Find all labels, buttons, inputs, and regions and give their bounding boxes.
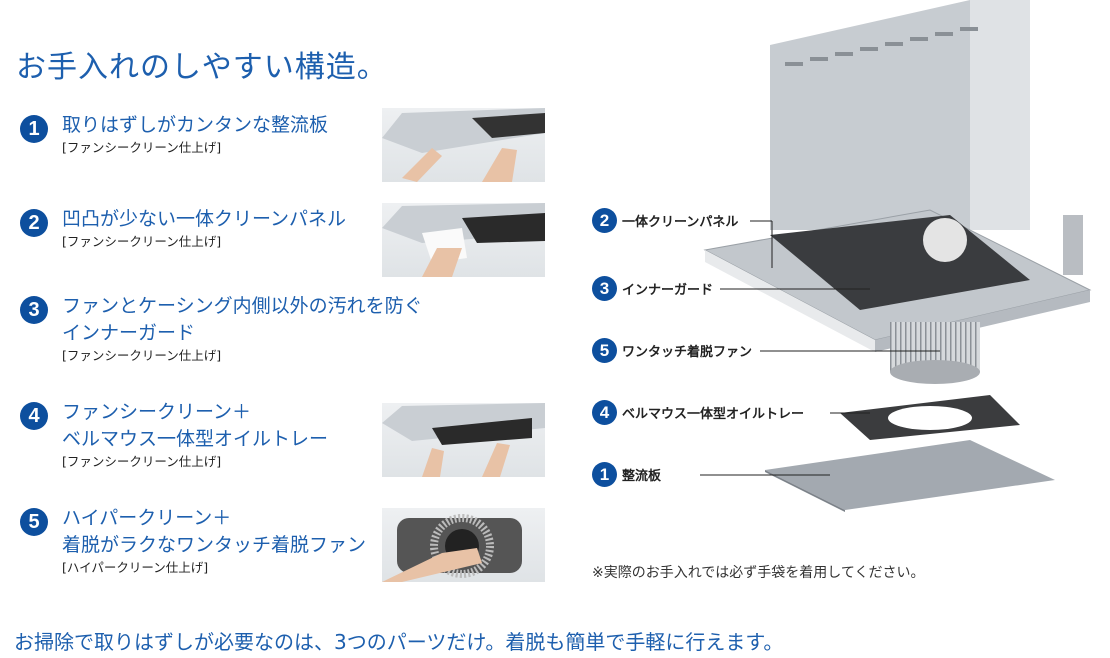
- feature-1-heading: 取りはずしがカンタンな整流板: [62, 114, 329, 136]
- photo-removing-baffle-plate: [382, 108, 545, 182]
- feature-5: ハイパークリーン＋ 着脱がラクなワンタッチ着脱ファン [ハイパークリーン仕上げ]: [62, 505, 366, 577]
- feature-3-badge: 3: [20, 296, 48, 324]
- feature-4-heading-line2: ベルマウス一体型オイルトレー: [62, 428, 329, 450]
- feature-3-heading-line1: ファンとケーシング内側以外の汚れを防ぐ: [62, 295, 423, 317]
- feature-5-badge: 5: [20, 508, 48, 536]
- diagram-label-inner-guard: 3 インナーガード: [592, 276, 713, 301]
- range-hood-exploded-diagram: [700, 0, 1092, 512]
- feature-4-badge: 4: [20, 402, 48, 430]
- feature-2: 凹凸が少ない一体クリーンパネル [ファンシークリーン仕上げ]: [62, 206, 346, 251]
- diagram-label-badge: 1: [592, 462, 617, 487]
- diagram-label-text: インナーガード: [622, 283, 714, 298]
- photo-wiping-panel: [382, 203, 545, 277]
- diagram-label-text: ワンタッチ着脱ファン: [622, 345, 753, 360]
- feature-2-heading: 凹凸が少ない一体クリーンパネル: [62, 208, 347, 230]
- feature-4-finish: [ファンシークリーン仕上げ]: [62, 454, 222, 469]
- feature-3: ファンとケーシング内側以外の汚れを防ぐ インナーガード [ファンシークリーン仕上…: [62, 293, 423, 365]
- diagram-label-text: ベルマウス一体型オイルトレー: [622, 407, 805, 422]
- diagram-label-text: 整流板: [622, 469, 662, 484]
- page-title: お手入れのしやすい構造。: [16, 50, 388, 85]
- feature-5-finish: [ハイパークリーン仕上げ]: [62, 560, 209, 575]
- feature-1: 取りはずしがカンタンな整流板 [ファンシークリーン仕上げ]: [62, 112, 328, 157]
- feature-1-finish: [ファンシークリーン仕上げ]: [62, 140, 222, 155]
- diagram-label-badge: 3: [592, 276, 617, 301]
- diagram-label-oil-tray: 4 ベルマウス一体型オイルトレー: [592, 400, 804, 425]
- diagram-label-badge: 5: [592, 338, 617, 363]
- bottom-summary: お掃除で取りはずしが必要なのは、3つのパーツだけ。着脱も簡単で手軽に行えます。: [14, 630, 784, 654]
- diagram-label-fan: 5 ワンタッチ着脱ファン: [592, 338, 752, 363]
- photo-removing-oil-tray: [382, 403, 545, 477]
- feature-2-badge: 2: [20, 209, 48, 237]
- feature-4: ファンシークリーン＋ ベルマウス一体型オイルトレー [ファンシークリーン仕上げ]: [62, 399, 328, 471]
- diagram-label-baffle-plate: 1 整流板: [592, 462, 661, 487]
- feature-5-heading-line2: 着脱がラクなワンタッチ着脱ファン: [62, 534, 367, 556]
- glove-note: ※実際のお手入れでは必ず手袋を着用してください。: [592, 565, 925, 581]
- feature-2-finish: [ファンシークリーン仕上げ]: [62, 234, 222, 249]
- photo-removing-fan: [382, 508, 545, 582]
- diagram-label-badge: 4: [592, 400, 617, 425]
- diagram-label-badge: 2: [592, 208, 617, 233]
- feature-4-heading-line1: ファンシークリーン＋: [62, 401, 252, 423]
- diagram-label-text: 一体クリーンパネル: [622, 215, 739, 230]
- diagram-label-panel: 2 一体クリーンパネル: [592, 208, 738, 233]
- feature-1-badge: 1: [20, 115, 48, 143]
- feature-5-heading-line1: ハイパークリーン＋: [62, 507, 232, 529]
- feature-3-finish: [ファンシークリーン仕上げ]: [62, 348, 222, 363]
- feature-3-heading-line2: インナーガード: [62, 322, 196, 344]
